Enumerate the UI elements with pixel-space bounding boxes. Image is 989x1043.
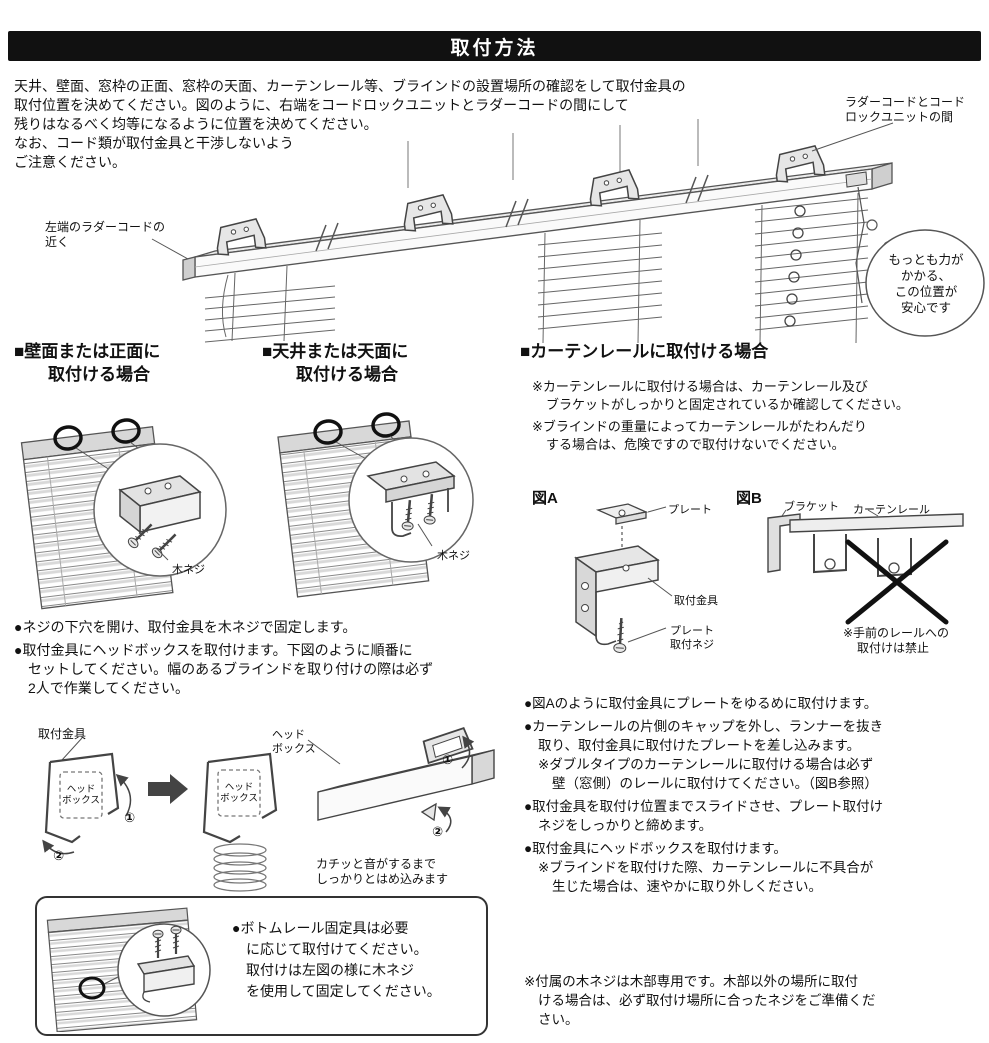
overview-rail-diagram (151, 119, 985, 344)
curtain-note-2: ※ブラインドの重量によってカーテンレールがたわんだり する場合は、危険ですので取… (532, 419, 867, 452)
front-rail-channel (877, 538, 912, 578)
curtain-bracket (767, 513, 801, 573)
plate-screw (612, 616, 629, 655)
intro-line: 残りはなるべく均等になるように位置を決めてください。 (14, 116, 378, 132)
step-marker-1b: ① (442, 752, 454, 767)
headbox-label-1: ヘッド ボックス (62, 784, 100, 806)
bracket-step-2 (202, 752, 278, 892)
callout-ring (111, 418, 141, 444)
arrow-right-icon (148, 774, 188, 804)
callout-ring (78, 976, 106, 1000)
ceiling-mount-diagram (277, 412, 474, 598)
intro-line: 天井、壁面、窓枠の正面、窓枠の天面、カーテンレール等、ブラインドの設置場所の確認… (14, 78, 686, 94)
rear-rail-channel (813, 534, 847, 574)
ladder-cord-loops (784, 205, 806, 327)
bottom-rail-note-text: ●ボトムレール固定具は必要 に応じて取付けてください。 取付けは左図の様に木ネジ… (232, 920, 441, 999)
step-marker-1: ① (124, 810, 136, 825)
assembly-diagram (42, 727, 495, 892)
fig-b-bracket-label: ブラケット (784, 501, 839, 513)
page-title-bar: 取付方法 (8, 31, 981, 61)
callout-ring (371, 412, 401, 438)
step-marker-2: ② (53, 848, 65, 863)
slats-left (204, 265, 336, 343)
fig-a-plate-screw-label: プレート 取付ネジ (670, 625, 714, 651)
section-wall-heading: ■壁面または正面に 取付ける場合 (14, 342, 161, 384)
intro-line: ご注意ください。 (14, 154, 126, 170)
ceiling-wood-screw-label: 木ネジ (437, 550, 470, 562)
forbidden-x-mark (845, 539, 949, 625)
callout-ring (313, 419, 343, 445)
callout-ring (53, 425, 83, 451)
headbox-label-2: ヘッド ボックス (220, 782, 258, 804)
fig-b-label: 図B (736, 490, 762, 507)
headbox-label-top: ヘッド ボックス (272, 729, 316, 755)
intro-paragraph: 天井、壁面、窓枠の正面、窓枠の天面、カーテンレール等、ブラインドの設置場所の確認… (14, 77, 686, 172)
fig-a-plate-label: プレート (668, 504, 712, 516)
section-ceiling-heading: ■天井または天面に 取付ける場合 (262, 342, 409, 384)
wood-screw-note: ※付属の木ネジは木部専用です。木部以外の場所に取付 ける場合は、必ず取付け場所に… (524, 974, 876, 1027)
force-bubble (865, 219, 985, 337)
bracket-step-1 (42, 752, 132, 855)
fig-a-diagram (574, 503, 673, 655)
cord-lock-unit (845, 171, 868, 188)
step-marker-2b: ② (432, 824, 444, 839)
intro-line: なお、コード類が取付金具と干渉しないよう (14, 135, 294, 151)
intro-line: 取付位置を決めてください。図のように、右端をコードロックユニットとラダーコードの… (14, 97, 629, 113)
wall-wood-screw-label: 木ネジ (172, 564, 205, 576)
fig-a-label: 図A (532, 490, 558, 507)
plate (595, 503, 649, 525)
wall-mount-diagram (20, 418, 227, 610)
rail-brackets (216, 145, 826, 256)
fig-a-bracket-label: 取付金具 (674, 595, 718, 607)
wall-bracket-closeup (118, 475, 202, 561)
rail-break-marks (315, 174, 709, 252)
fig-b-diagram (767, 509, 964, 625)
slats-right (754, 192, 869, 344)
label-left-ladder: 左端のラダーコードの 近く (45, 220, 166, 249)
page-title: 取付方法 (450, 37, 539, 59)
click-note: カチッと音がするまで しっかりとはめ込みます (316, 857, 449, 886)
slats-middle (537, 219, 663, 344)
section-curtain-heading: ■カーテンレールに取付ける場合 (520, 342, 769, 361)
zoom-circle (348, 437, 474, 563)
curtain-note-1: ※カーテンレールに取付ける場合は、カーテンレール及び ブラケットがしっかりと固定… (532, 379, 909, 412)
fig-b-forbidden-label: ※手前のレールへの 取付けは禁止 (843, 626, 950, 655)
ceiling-bracket-closeup (366, 461, 456, 537)
bottom-rail-holder-closeup (136, 925, 196, 1003)
bottom-rail-diagram (46, 907, 211, 1032)
curtain-steps: ●図Aのように取付金具にプレートをゆるめに取付けます。 ●カーテンレールの片側の… (524, 696, 884, 894)
mount-bracket (574, 545, 660, 646)
force-bubble-text: もっとも力が かかる、 この位置が 安心です (888, 253, 964, 315)
assembly-bracket-label: 取付金具 (38, 727, 87, 741)
label-cordlock: ラダーコードとコード ロックユニットの間 (845, 95, 966, 124)
wall-steps: ●ネジの下穴を開け、取付金具を木ネジで固定します。 ●取付金具にヘッドボックスを… (14, 619, 434, 696)
fig-b-rail-label: カーテンレール (853, 504, 930, 516)
rail-snap-step (317, 727, 495, 833)
curtain-rail-bar (789, 513, 964, 533)
